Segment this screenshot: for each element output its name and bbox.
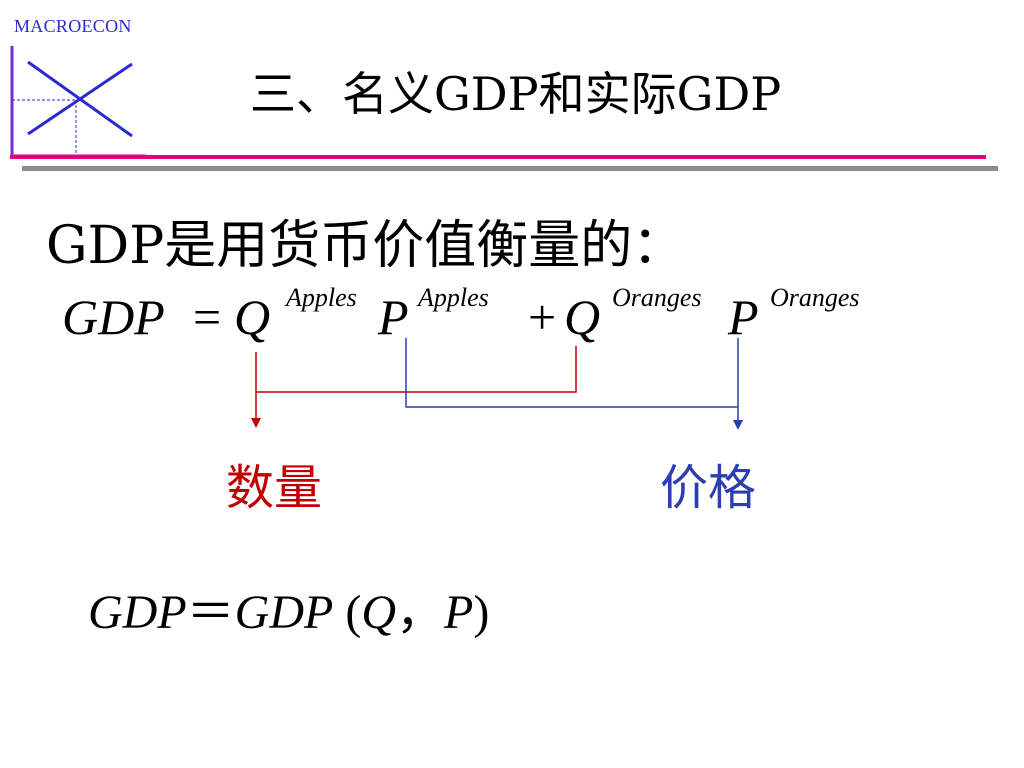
formula2-open-paren: ( [333, 586, 362, 639]
quantity-arrowhead-icon [251, 418, 261, 428]
logo-text: MACROECON [14, 16, 132, 36]
formula-q-apples: Q [234, 289, 270, 345]
gdp-function-formula: GDP＝GDP (Q，P) [88, 572, 489, 642]
formula2-lhs: GDP [88, 586, 187, 639]
supply-demand-logo-icon [10, 46, 146, 158]
formula-p-apples: P [377, 289, 409, 345]
formula2-close-paren: ) [473, 586, 490, 639]
formula2-fn: GDP [234, 586, 334, 639]
price-connector [405, 338, 739, 422]
formula-q-oranges-sup: Oranges [612, 283, 702, 312]
formula-lhs: GDP [62, 289, 165, 345]
section-heading: GDP是用货币价值衡量的： [46, 216, 685, 276]
formula-p-apples-sup: Apples [416, 283, 489, 312]
formula2-separator: ， [395, 586, 444, 639]
formula2-equals: ＝ [186, 586, 235, 639]
formula2-p: P [444, 586, 474, 639]
formula-p-oranges-sup: Oranges [770, 283, 860, 312]
formula2-q: Q [361, 586, 396, 639]
formula-q-apples-sup: Apples [284, 283, 357, 312]
formula-q-oranges: Q [564, 289, 600, 345]
formula-plus: + [528, 289, 556, 345]
formula-p-oranges: P [727, 289, 759, 345]
title-divider [10, 155, 998, 171]
price-arrowhead-icon [733, 420, 743, 430]
formula-equals: = [193, 289, 221, 345]
quantity-connector [255, 346, 577, 420]
price-label: 价格 [660, 460, 757, 516]
quantity-label: 数量 [226, 460, 323, 516]
slide-title: 三、名义GDP和实际GDP [250, 67, 782, 121]
